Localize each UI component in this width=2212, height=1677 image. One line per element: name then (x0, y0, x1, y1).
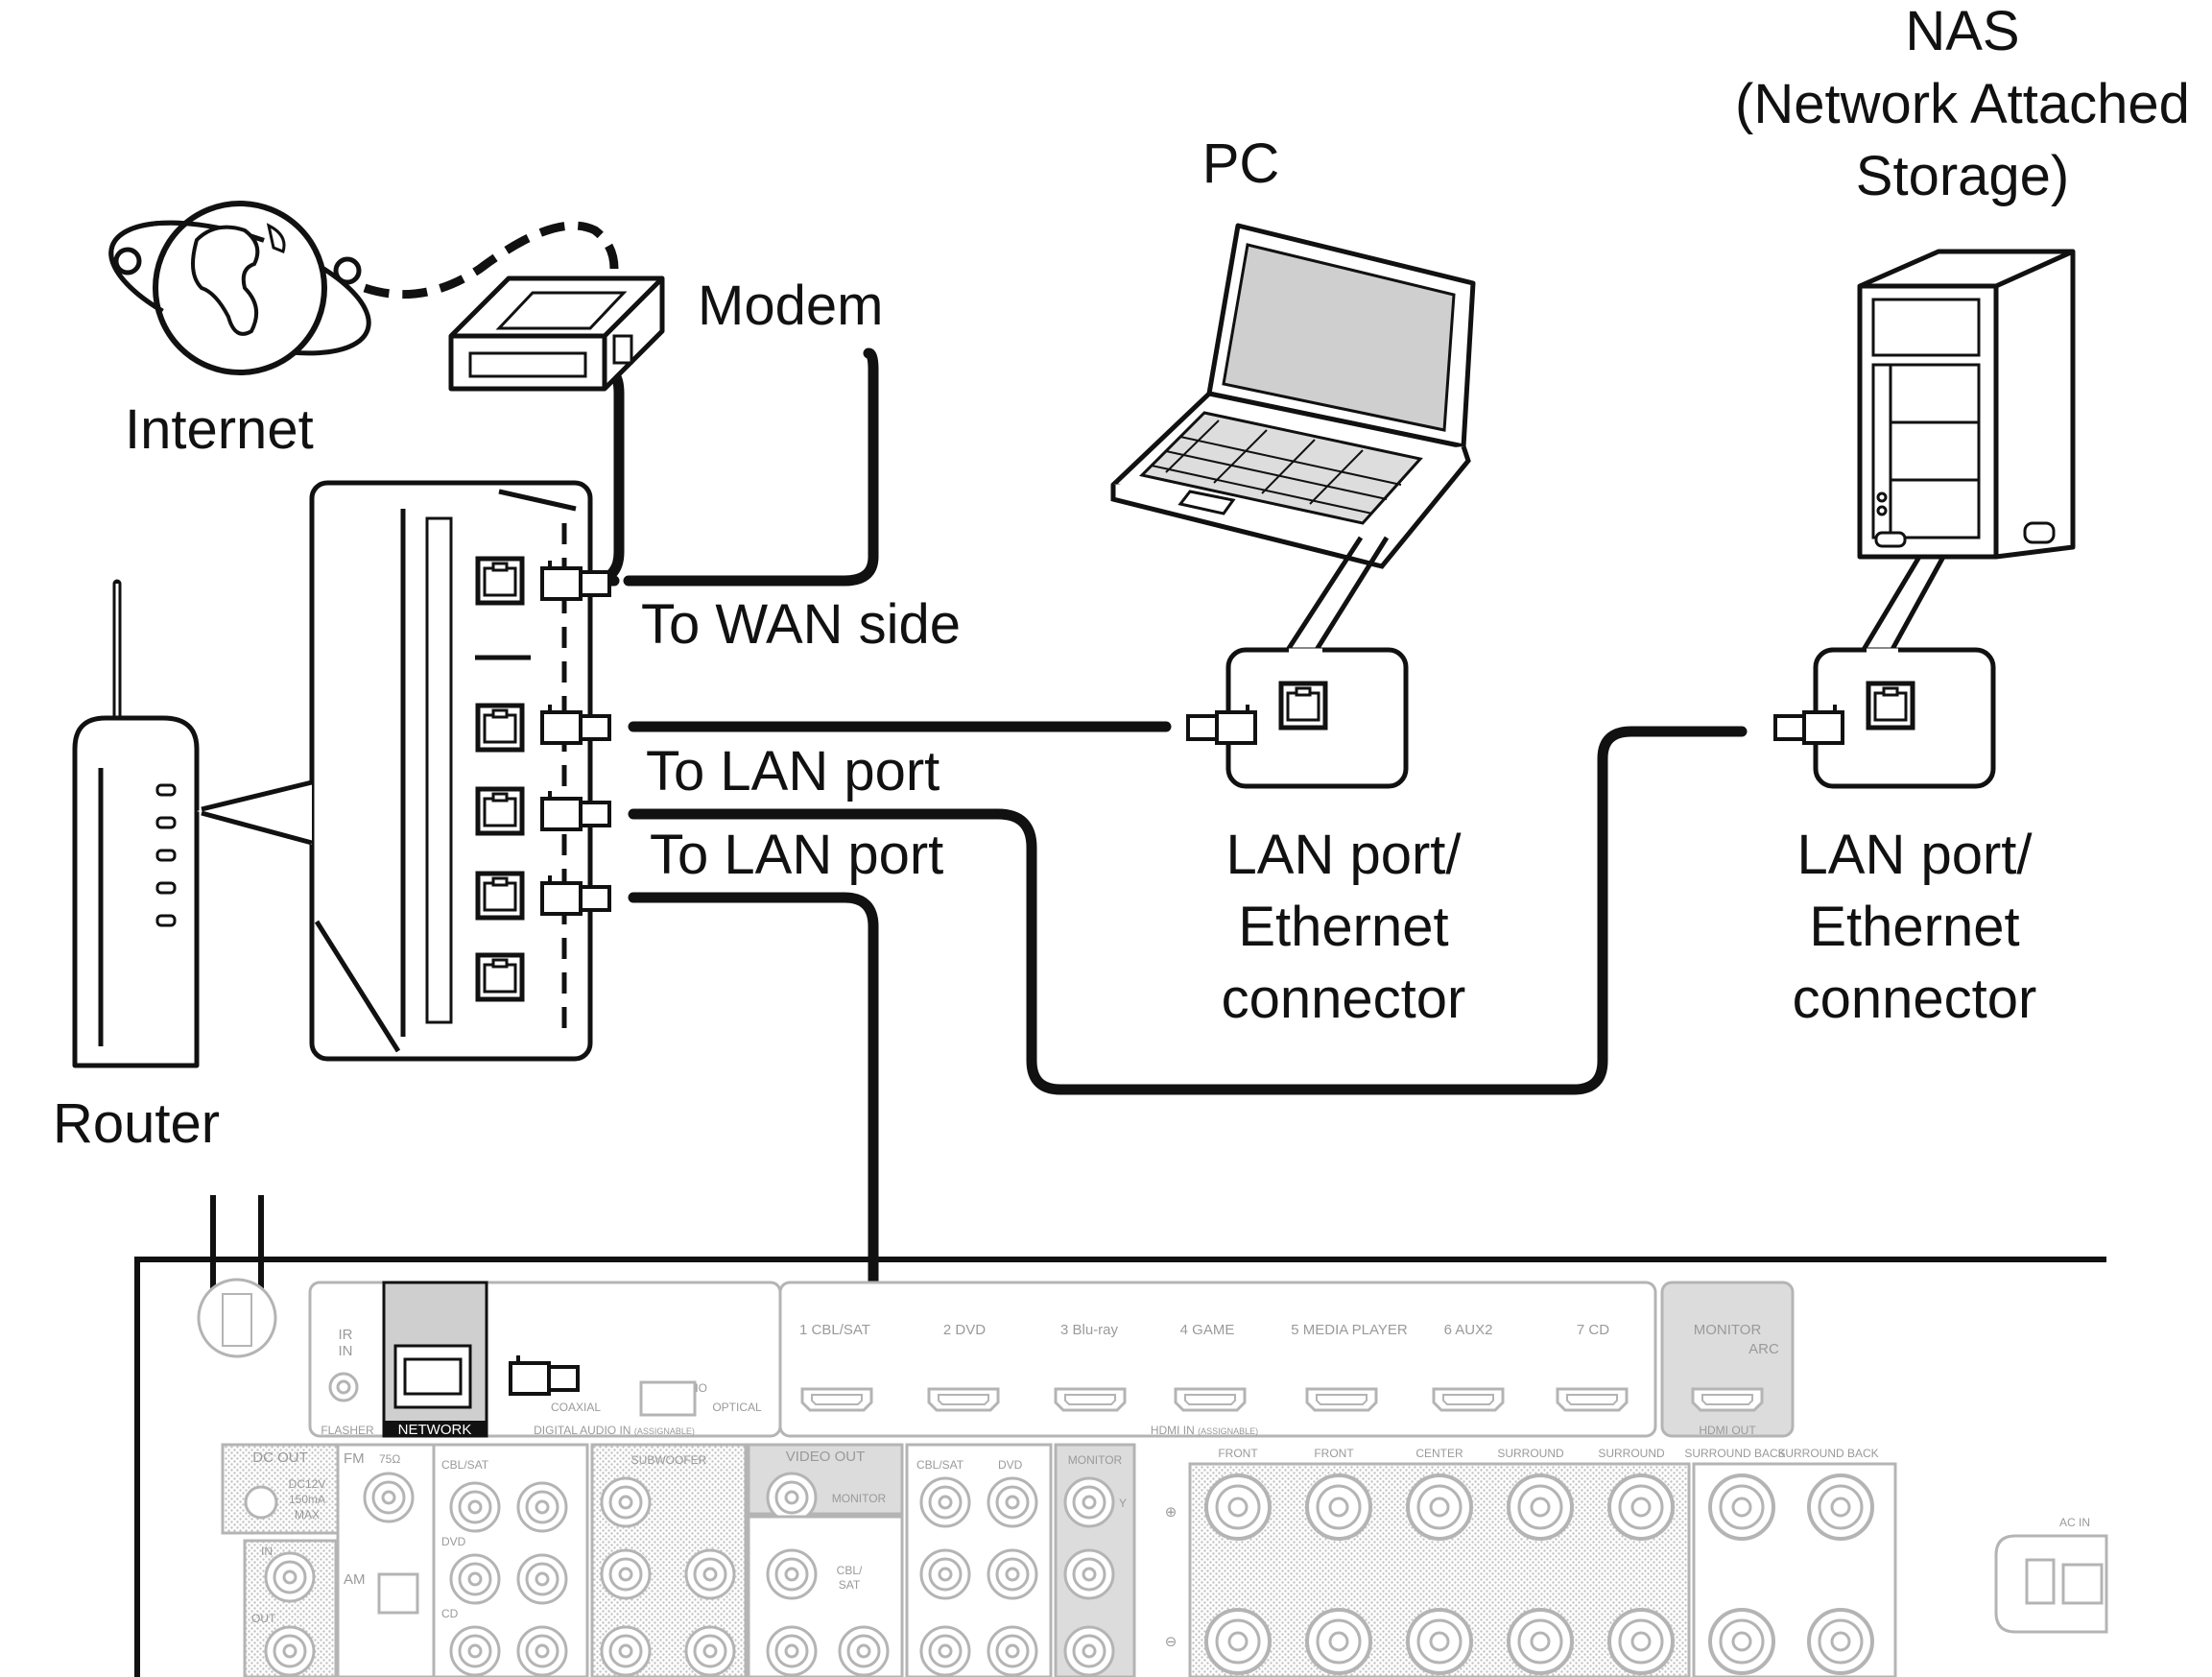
hdmi-in-7-label: 7 CD (1577, 1322, 1609, 1338)
ir-in-label-2: IN (339, 1343, 353, 1359)
dc-spec-3: MAX (295, 1508, 320, 1521)
nas-lan-callout (1773, 555, 1996, 789)
front-r-label: FRONT (1218, 1447, 1258, 1460)
surround-l-label: SURROUND (1598, 1447, 1665, 1460)
monitor-arc-label: MONITOR (1694, 1322, 1762, 1338)
in-label: IN (261, 1545, 273, 1558)
router-icon (72, 579, 200, 1068)
modem-to-wan-cable (584, 347, 879, 587)
router-to-nas-cable (628, 726, 1748, 1095)
lan-plug-1-icon (540, 703, 611, 745)
hdmi-in-3-label: 3 Blu-ray (1060, 1322, 1119, 1338)
nas-port-label-3: connector (1793, 968, 2037, 1030)
nas-label: NAS (1905, 0, 2019, 62)
wan-plug-icon (540, 559, 611, 601)
fm-label: FM (344, 1450, 365, 1467)
lan-plug-2-icon (540, 789, 611, 831)
modem-icon (448, 276, 665, 392)
dvd-audio-label: DVD (441, 1535, 466, 1548)
hdmi-in-label: HDMI IN (ASSIGNABLE) (1151, 1424, 1258, 1437)
hdmi-inputs: 1 CBL/SAT 2 DVD 3 Blu-ray 4 GAME 5 MEDIA… (799, 1322, 1629, 1412)
digital-audio-in-label: DIGITAL AUDIO IN (ASSIGNABLE) (534, 1424, 695, 1437)
internet-globe-icon (108, 201, 371, 375)
surround-r-label: SURROUND (1497, 1447, 1564, 1460)
pc-port-label-2: Ethernet (1238, 896, 1448, 958)
modem-label: Modem (698, 275, 883, 337)
optical-label-2: OPTICAL (712, 1401, 762, 1414)
hdmi-in-6-label: 6 AUX2 (1444, 1322, 1493, 1338)
to-lan-port-label-2: To LAN port (650, 824, 943, 886)
cd-audio-label: CD (441, 1607, 459, 1620)
subwoofer-label: SUBWOOFER (631, 1453, 707, 1467)
flasher-label: FLASHER (321, 1424, 374, 1437)
nas-full-label-2: Storage) (1856, 145, 2069, 207)
surround-back-r-label: SURROUND BACK (1684, 1447, 1785, 1460)
video-out-label: VIDEO OUT (786, 1449, 866, 1465)
hdmi-in-1-label: 1 CBL/SAT (799, 1322, 870, 1338)
surround-back-l-label: SURROUND BACK (1777, 1447, 1878, 1460)
to-wan-side-label: To WAN side (641, 593, 961, 656)
am-label: AM (344, 1571, 366, 1588)
router-label: Router (53, 1092, 220, 1155)
internet-label: Internet (125, 398, 314, 461)
arc-label: ARC (1748, 1341, 1779, 1357)
video-sat-label: SAT (839, 1578, 861, 1592)
pc-plug-icon (1186, 703, 1257, 745)
plus-sign: ⊕ (1165, 1504, 1177, 1521)
ac-in-label: AC IN (2059, 1516, 2090, 1529)
ir-in-label: IR (339, 1327, 353, 1343)
hdmi-in-4-label: 4 GAME (1180, 1322, 1235, 1338)
component-monitor-label: MONITOR (1068, 1453, 1123, 1467)
minus-sign: ⊖ (1165, 1634, 1177, 1650)
receiver-rear-panel: NETWORK IR IN FLASHER DIGITAL AUDIO IN (… (134, 1195, 2108, 1677)
y-label: Y (1119, 1497, 1127, 1510)
lan-plug-3-icon (540, 874, 611, 916)
hdmi-in-2-label: 2 DVD (943, 1322, 986, 1338)
pc-port-label-3: connector (1222, 968, 1466, 1030)
hdmi-out-label: HDMI OUT (1699, 1424, 1756, 1437)
cbl-sat-audio-label: CBL/SAT (441, 1458, 489, 1472)
video-monitor-label: MONITOR (832, 1492, 887, 1505)
pc-port-label-1: LAN port/ (1226, 824, 1463, 886)
component-dvd-label: DVD (998, 1458, 1023, 1472)
nas-plug-icon (1773, 703, 1844, 745)
dc-spec-1: DC12V (289, 1477, 326, 1491)
front-l-label: FRONT (1314, 1447, 1354, 1460)
out-label: OUT (251, 1612, 276, 1625)
fm-ohm-label: 75Ω (379, 1452, 400, 1466)
nas-port-label-2: Ethernet (1809, 896, 2019, 958)
nas-server-icon (1857, 249, 2076, 560)
nas-full-label-1: (Network Attached (1735, 73, 2190, 135)
video-cbl-label: CBL/ (837, 1564, 863, 1577)
hdmi-in-5-label: 5 MEDIA PLAYER (1291, 1322, 1408, 1338)
pc-label: PC (1202, 132, 1280, 195)
router-ports-callout (197, 480, 611, 1062)
component-cbl-label: CBL/SAT (916, 1458, 964, 1472)
dc-out-label: DC OUT (252, 1449, 308, 1466)
pc-lan-callout (1186, 536, 1409, 789)
network-port-label: NETWORK (398, 1422, 472, 1438)
coaxial-label: COAXIAL (551, 1401, 601, 1414)
nas-port-label-1: LAN port/ (1797, 824, 2034, 886)
center-label: CENTER (1415, 1447, 1463, 1460)
dc-spec-2: 150mA (289, 1493, 325, 1506)
to-lan-port-label-1: To LAN port (646, 740, 940, 803)
internet-link-dashed (363, 221, 619, 299)
pc-laptop-icon (1110, 223, 1476, 569)
